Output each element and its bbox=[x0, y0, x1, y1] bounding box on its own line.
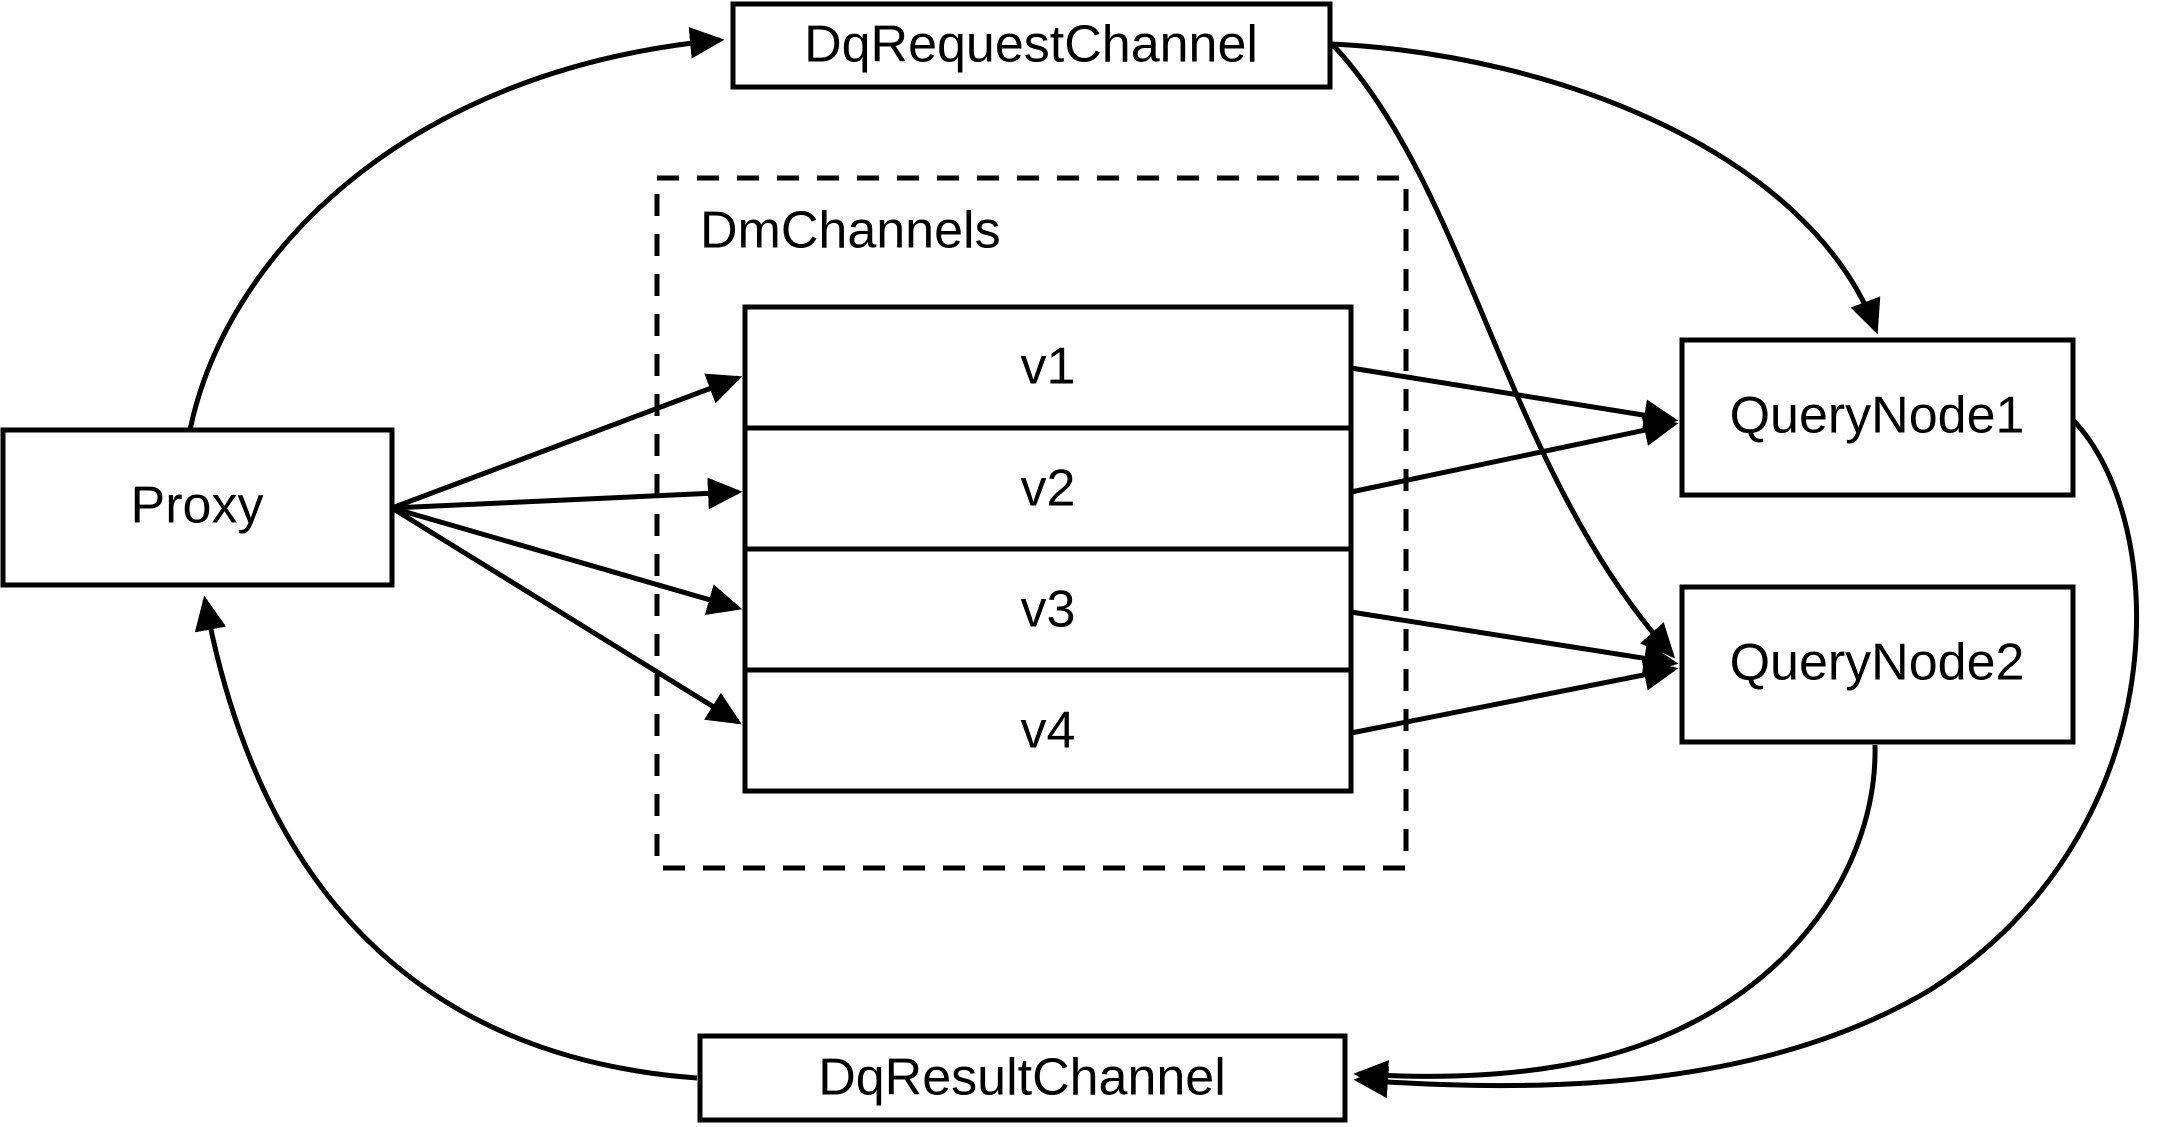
edge-dqresultchannel-to-proxy bbox=[194, 595, 698, 1081]
node-query-node-2[interactable]: QueryNode2 bbox=[1679, 584, 2076, 745]
query-node-1-box[interactable] bbox=[1679, 337, 2076, 498]
edge-dqrequestchannel-to-querynode1 bbox=[1331, 41, 1881, 335]
edge-proxy-to-v4 bbox=[390, 505, 742, 725]
edge-dqrequestchannel-to-querynode2 bbox=[1330, 42, 1676, 659]
edge-proxy-to-dqrequestchannel bbox=[187, 26, 725, 431]
dm-channels-group bbox=[654, 175, 1409, 871]
dq-request-channel-box[interactable] bbox=[730, 1, 1333, 90]
node-query-node-1[interactable]: QueryNode1 bbox=[1679, 337, 2076, 498]
table-row: v3 bbox=[1021, 581, 1076, 639]
node-dq-request-channel[interactable]: DqRequestChannel bbox=[730, 1, 1333, 90]
edge-querynode2-to-dqresultchannel bbox=[1353, 744, 1878, 1092]
edge-v1-to-querynode1 bbox=[1350, 365, 1679, 431]
edge-v3-to-querynode2 bbox=[1350, 609, 1679, 675]
table-row: v4 bbox=[1021, 702, 1076, 760]
proxy-box[interactable] bbox=[0, 427, 395, 588]
edge-v2-to-querynode1 bbox=[1350, 414, 1679, 495]
dq-result-channel-label: DqResultChannel bbox=[818, 1049, 1226, 1107]
table-row: v2 bbox=[1021, 460, 1076, 518]
proxy-label: Proxy bbox=[131, 477, 264, 535]
edge-proxy-to-v3 bbox=[391, 505, 743, 615]
node-dq-result-channel[interactable]: DqResultChannel bbox=[697, 1033, 1348, 1123]
dq-result-channel-box[interactable] bbox=[697, 1033, 1348, 1123]
query-node-2-box[interactable] bbox=[1679, 584, 2076, 745]
node-proxy[interactable]: Proxy bbox=[0, 427, 395, 588]
edge-proxy-to-v2 bbox=[391, 477, 743, 511]
edge-proxy-to-v1 bbox=[391, 373, 743, 511]
dm-channels-group-label: DmChannels bbox=[700, 202, 1001, 260]
edge-querynode1-to-dqresultchannel bbox=[1353, 418, 2140, 1099]
dm-channels-table: v1 v2 v3 v4 bbox=[742, 304, 1354, 794]
table-row: v1 bbox=[1021, 338, 1076, 396]
query-node-1-label: QueryNode1 bbox=[1730, 387, 2025, 445]
query-node-2-label: QueryNode2 bbox=[1730, 634, 2025, 692]
dq-request-channel-label: DqRequestChannel bbox=[804, 16, 1258, 74]
edge-v4-to-querynode2 bbox=[1350, 659, 1679, 736]
